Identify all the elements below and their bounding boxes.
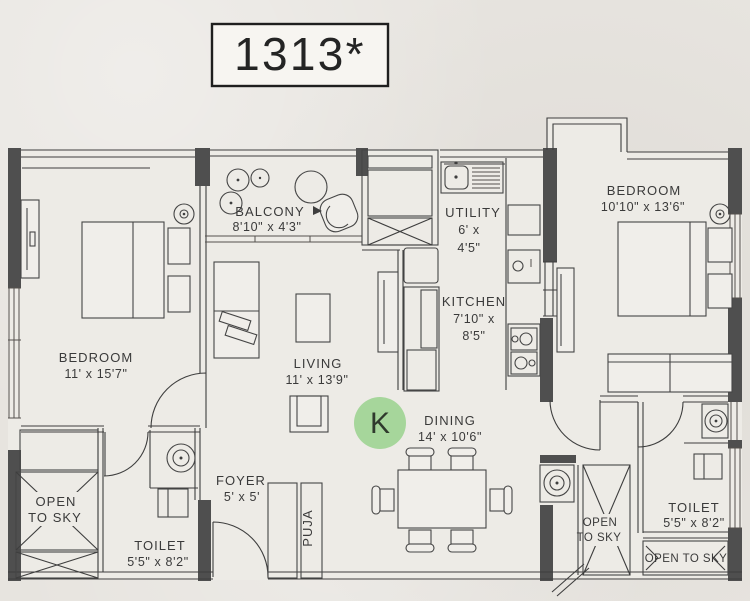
direction-marker bbox=[313, 206, 322, 215]
dining-chair bbox=[371, 485, 395, 515]
fan-icon bbox=[709, 203, 731, 225]
dresser bbox=[556, 267, 575, 353]
dims-bedroom2: 10'10" x 13'6" bbox=[601, 200, 685, 214]
plant-icon bbox=[226, 168, 250, 192]
label-ots-right-1: OPEN bbox=[583, 517, 617, 529]
door-bedroom1 bbox=[150, 372, 207, 429]
label-ots-left-1: OPEN bbox=[35, 494, 76, 509]
dining-chair bbox=[489, 485, 513, 515]
bedroom1-furniture bbox=[20, 199, 195, 319]
open-to-sky-strip bbox=[642, 540, 729, 576]
dining-set bbox=[371, 447, 513, 553]
dims-bedroom1: 11' x 15'7" bbox=[64, 367, 127, 381]
plant-icon bbox=[250, 168, 270, 188]
label-kitchen: KITCHEN bbox=[442, 294, 506, 309]
dining-chair bbox=[405, 447, 435, 471]
label-living: LIVING bbox=[294, 356, 343, 371]
room-labels: BEDROOM 11' x 15'7" BALCONY 8'10" x 4'3"… bbox=[28, 183, 727, 569]
utility-counter bbox=[440, 161, 504, 194]
kitchen-marker-label: K bbox=[370, 407, 390, 440]
sink bbox=[444, 165, 469, 190]
dining-table bbox=[397, 469, 487, 529]
table-round bbox=[294, 170, 328, 204]
drying-rack bbox=[472, 167, 500, 189]
stove bbox=[507, 323, 541, 377]
refrigerator bbox=[403, 247, 439, 284]
door-toilet2 bbox=[637, 401, 684, 448]
dims-dining: 14' x 10'6" bbox=[418, 430, 482, 444]
window-right-nook bbox=[730, 402, 738, 440]
page-title: 1313* bbox=[234, 28, 366, 80]
bed bbox=[81, 221, 165, 319]
wc bbox=[693, 453, 723, 480]
bed bbox=[617, 221, 707, 317]
dims-toilet2: 5'5" x 8'2" bbox=[663, 516, 725, 530]
nightstand bbox=[707, 273, 733, 309]
label-ots-right-2: TO SKY bbox=[577, 532, 622, 544]
nightstand bbox=[707, 227, 733, 263]
sanitary-fittings bbox=[157, 403, 729, 518]
door-bedroom2 bbox=[549, 399, 601, 451]
dims-kitchen-2: 8'5" bbox=[462, 329, 485, 343]
title-box bbox=[210, 22, 390, 88]
label-bedroom2: BEDROOM bbox=[607, 183, 681, 198]
service-shaft bbox=[361, 149, 439, 246]
utility-kitchen-fittings bbox=[403, 161, 541, 392]
dining-chair bbox=[405, 529, 435, 553]
balcony-chair bbox=[319, 193, 359, 233]
label-balcony: BALCONY bbox=[235, 204, 304, 219]
plant-icon bbox=[219, 191, 243, 215]
armchair bbox=[289, 395, 329, 433]
balcony-sliding-door bbox=[205, 235, 362, 243]
nightstand bbox=[167, 275, 191, 313]
label-utility: UTILITY bbox=[445, 205, 501, 220]
dims-living: 11' x 13'9" bbox=[285, 373, 348, 387]
kitchen-marker: K bbox=[354, 397, 406, 449]
dims-toilet1: 5'5" x 8'2" bbox=[127, 555, 189, 569]
label-ots-left-2: TO SKY bbox=[28, 510, 82, 525]
door-main-entrance bbox=[212, 521, 269, 578]
door-toilet1 bbox=[103, 431, 149, 477]
dining-chair bbox=[447, 529, 477, 553]
kitchen-marker-circle bbox=[354, 397, 406, 449]
counter-box bbox=[507, 204, 541, 236]
label-toilet2: TOILET bbox=[668, 500, 720, 515]
dims-kitchen-1: 7'10" x bbox=[453, 312, 495, 326]
label-toilet1: TOILET bbox=[134, 538, 186, 553]
dims-utility-1: 6' x bbox=[458, 223, 480, 237]
title-block: 1313* bbox=[210, 22, 390, 88]
label-foyer: FOYER bbox=[216, 473, 266, 488]
tv-unit bbox=[377, 271, 399, 353]
window-left bbox=[8, 287, 21, 419]
kitchen-cabinet bbox=[403, 286, 440, 392]
balcony-items bbox=[219, 168, 359, 233]
dims-utility-2: 4'5" bbox=[457, 241, 480, 255]
bedroom2-furniture bbox=[556, 203, 733, 393]
window-right-lower bbox=[728, 447, 742, 529]
dims-balcony: 8'10" x 4'3" bbox=[232, 220, 301, 234]
washing-machine bbox=[507, 249, 541, 284]
puja-closet bbox=[267, 482, 323, 579]
label-dining: DINING bbox=[424, 413, 476, 428]
label-bedroom1: BEDROOM bbox=[59, 350, 133, 365]
living-furniture bbox=[213, 261, 399, 433]
dims-foyer: 5' x 5' bbox=[224, 490, 260, 504]
fan-icon bbox=[173, 203, 195, 225]
label-puja: PUJA bbox=[300, 509, 315, 546]
nightstand bbox=[167, 227, 191, 265]
washbasin bbox=[166, 443, 196, 473]
coffee-table bbox=[295, 293, 331, 343]
washbasin bbox=[704, 409, 728, 433]
open-to-sky-right bbox=[551, 464, 631, 597]
doors bbox=[103, 372, 684, 578]
wc bbox=[157, 488, 189, 518]
label-ots-strip: OPEN TO SKY bbox=[645, 553, 728, 565]
washbasin bbox=[543, 469, 571, 497]
open-to-sky-left bbox=[15, 429, 99, 579]
dining-chair bbox=[447, 447, 477, 471]
